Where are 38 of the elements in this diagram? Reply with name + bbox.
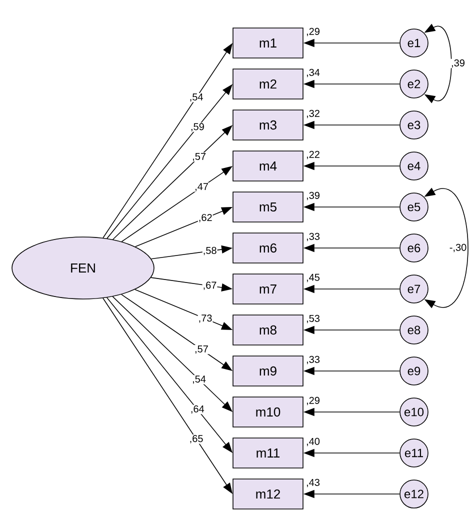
indicator-box: m1 (232, 28, 304, 58)
value-label: ,29 (306, 28, 320, 36)
value-label: ,34 (306, 68, 320, 78)
value-label: ,22 (306, 150, 320, 160)
indicator-box: m2 (232, 68, 304, 100)
value-label: ,45 (306, 274, 320, 282)
edge-label: ,57 (194, 345, 209, 354)
indicator-box: m9 (232, 356, 304, 386)
value-label: ,53 (306, 314, 320, 324)
edge-label: ,65 (188, 434, 204, 444)
edge-label: ,39 (450, 58, 466, 68)
indicator-box: m6 (232, 232, 304, 264)
value-label: ,40 (306, 438, 320, 446)
indicator-box: m4 (232, 150, 304, 182)
value-label: ,43 (306, 478, 320, 488)
value-label: ,33 (306, 232, 320, 242)
edge-label: ,54 (192, 375, 206, 384)
edge-label: ,54 (188, 92, 204, 102)
edge-label: ,58 (202, 246, 218, 256)
indicator-box: m3 (232, 110, 304, 140)
indicator-box: m8 (232, 314, 304, 346)
edge-label: ,57 (192, 152, 207, 162)
value-label: ,39 (306, 192, 320, 200)
edge-label: ,62 (198, 213, 213, 223)
indicator-box: m5 (232, 192, 304, 222)
value-label: ,32 (306, 110, 320, 118)
indicator-box: m7 (232, 274, 304, 304)
edge-label: ,47 (194, 182, 209, 192)
indicator-box: m12 (232, 478, 304, 510)
indicator-box: m11 (232, 438, 304, 468)
edge-label: ,73 (198, 314, 213, 324)
value-label: ,29 (306, 396, 320, 406)
indicator-box: m10 (232, 396, 304, 428)
edge-label: ,59 (190, 122, 205, 132)
value-label: ,33 (306, 356, 320, 364)
edge-label: ,64 (190, 404, 205, 414)
edge-label: ,67 (202, 281, 218, 290)
edge-label: -,30 (448, 243, 468, 253)
